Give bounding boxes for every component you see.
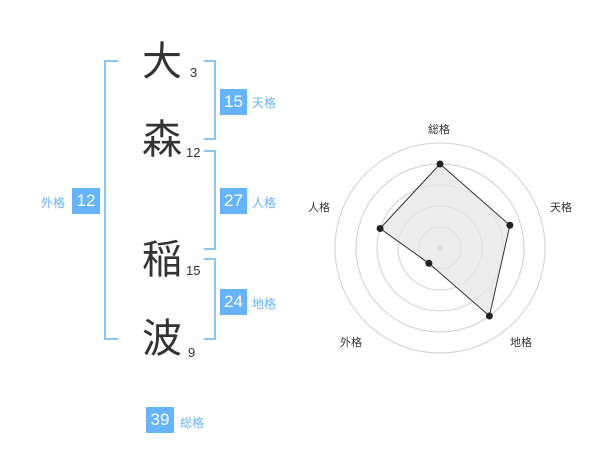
stroke-count-2: 12 <box>186 145 201 160</box>
name-char-1: 大 <box>142 39 182 85</box>
gaikaku-label: 外格 <box>41 196 66 210</box>
tenkaku-value-badge: 15 <box>220 89 247 115</box>
radar-point-1 <box>506 221 514 229</box>
chikaku-value-badge: 24 <box>220 289 247 315</box>
chikaku-label: 地格 <box>252 297 277 311</box>
jinkaku-value-badge: 27 <box>220 188 247 214</box>
name-char-3: 稲 <box>142 237 182 283</box>
jinkaku-bracket <box>204 150 216 250</box>
radar-point-0 <box>436 160 444 168</box>
tenkaku-label: 天格 <box>252 96 277 110</box>
gaikaku-bracket <box>104 60 118 340</box>
radar-ring <box>334 142 546 354</box>
radar-axis-label-tenkaku: 天格 <box>550 201 572 214</box>
jinkaku-label: 人格 <box>252 196 277 210</box>
soukaku-label: 総格 <box>180 416 205 430</box>
name-char-4: 波 <box>142 316 182 362</box>
radar-point-4 <box>376 225 384 233</box>
name-char-2: 森 <box>142 117 182 163</box>
stroke-count-3: 15 <box>186 263 201 278</box>
radar-point-2 <box>485 312 493 320</box>
radar-point-3 <box>425 259 433 267</box>
gaikaku-value-badge: 12 <box>72 188 100 214</box>
radar-axis-label-gaikaku: 外格 <box>340 336 362 349</box>
stroke-count-4: 9 <box>188 345 196 360</box>
radar-axis-label-chikaku: 地格 <box>510 336 532 349</box>
soukaku-value-badge: 39 <box>146 407 174 433</box>
radar-axis-label-jinkaku: 人格 <box>308 201 330 214</box>
radar-series-area <box>379 163 511 317</box>
chikaku-bracket <box>204 258 216 340</box>
stroke-count-1: 3 <box>190 65 198 80</box>
radar-axis-label-soukaku: 総格 <box>428 123 450 136</box>
tenkaku-bracket <box>204 60 216 140</box>
